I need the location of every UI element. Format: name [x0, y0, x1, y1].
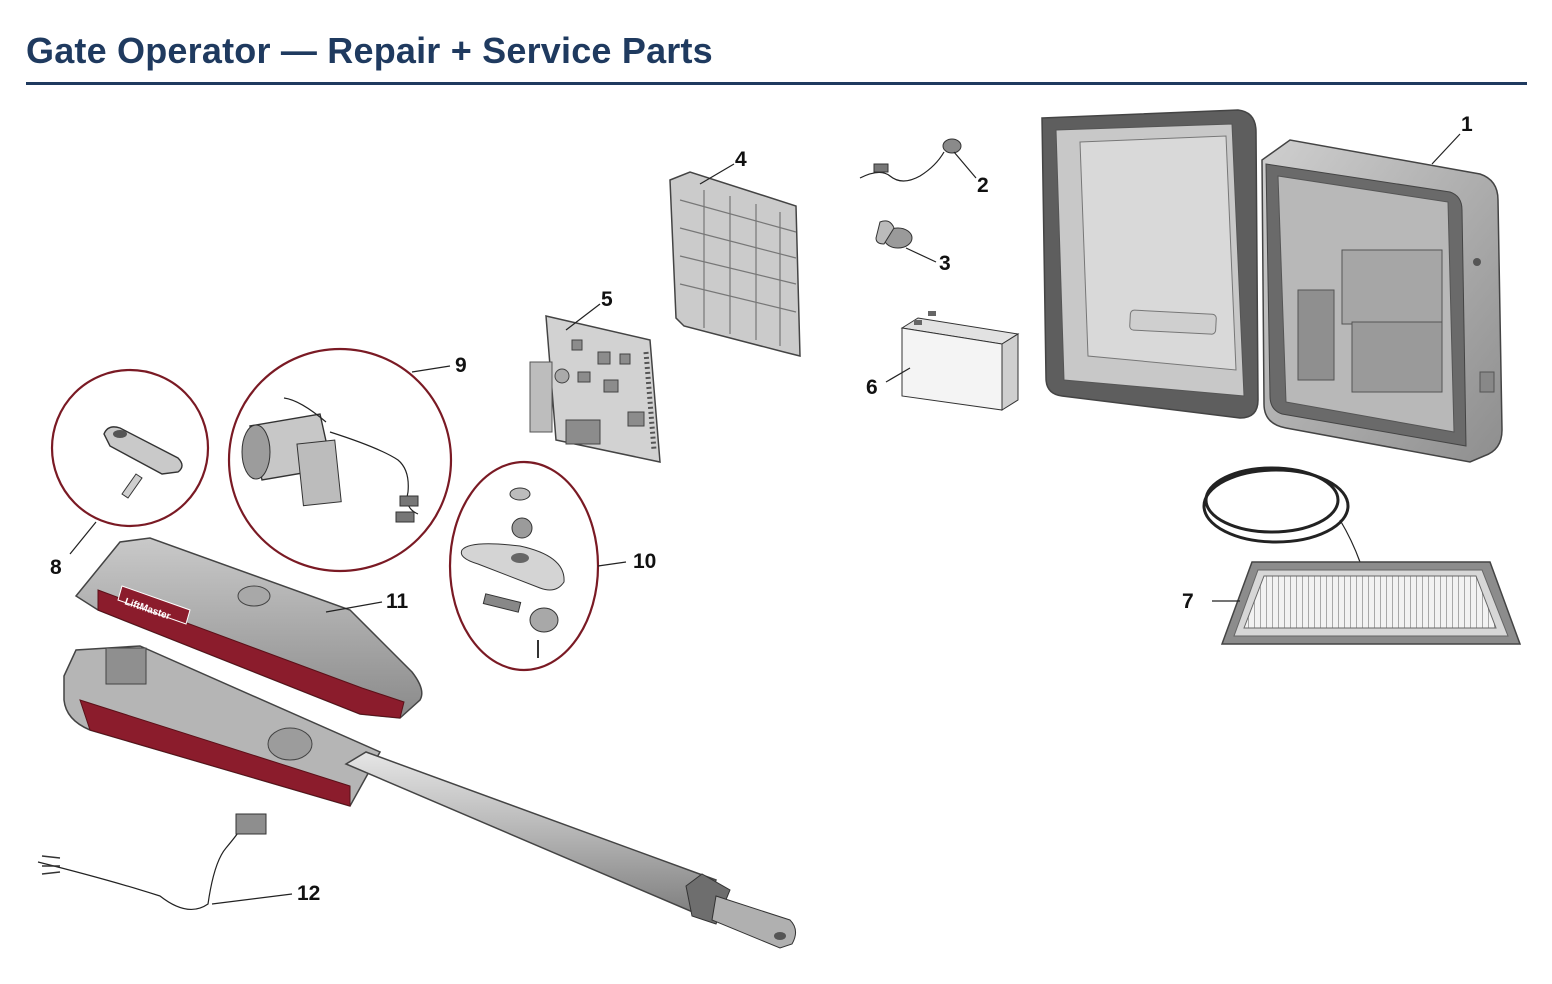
operator-housing-part [63, 645, 796, 949]
sensor-wire-part [859, 138, 962, 182]
callout-12: 12 [297, 882, 320, 905]
callout-9: 9 [455, 354, 467, 377]
power-harness-part [37, 813, 267, 911]
callout-4: 4 [735, 148, 747, 171]
leader-8 [69, 521, 97, 555]
callout-labels: 1 2 3 4 5 6 7 8 9 10 11 12 [50, 113, 1473, 905]
solar-panel-part [1202, 466, 1522, 645]
motor-assembly-part [227, 347, 453, 573]
callout-8: 8 [50, 556, 62, 579]
leader-4 [699, 163, 735, 185]
callout-2: 2 [977, 174, 989, 197]
control-box-part [1041, 109, 1503, 463]
leader-10 [597, 561, 627, 567]
callout-10: 10 [633, 550, 656, 573]
callout-3: 3 [939, 252, 951, 275]
leader-1 [1431, 133, 1461, 165]
callout-11: 11 [386, 590, 409, 613]
battery-part [900, 311, 1020, 411]
arm-pin-part [50, 368, 210, 528]
bracket-part [875, 220, 913, 249]
title-divider [26, 82, 1527, 85]
leader-12 [211, 893, 293, 905]
mounting-plate-part [669, 171, 801, 357]
leader-5 [565, 303, 601, 331]
callout-6: 6 [866, 376, 878, 399]
control-board-part [529, 315, 661, 463]
manual-release-part [448, 460, 600, 672]
leader-9 [411, 365, 451, 373]
callout-7: 7 [1182, 590, 1194, 613]
callout-leaders [69, 133, 1461, 905]
callout-5: 5 [601, 288, 613, 311]
leader-3 [905, 247, 937, 263]
page-title: Gate Operator — Repair + Service Parts [26, 30, 713, 71]
callout-1: 1 [1461, 113, 1473, 136]
leader-11 [325, 601, 383, 613]
leader-6 [885, 367, 911, 383]
operator-cover-part: LiftMaster [74, 537, 423, 719]
leader-2 [953, 151, 977, 179]
